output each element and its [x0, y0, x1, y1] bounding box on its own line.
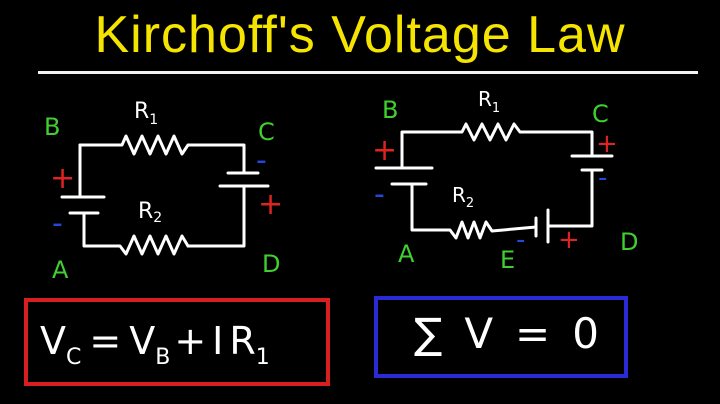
left-plus-right: + [258, 187, 283, 222]
right-r1-label: R1 [478, 87, 500, 116]
title-underline [38, 71, 698, 74]
right-minus-right: - [598, 163, 607, 193]
right-node-a: A [398, 240, 415, 268]
right-r2-label: R2 [452, 183, 474, 211]
left-node-a: A [52, 256, 69, 284]
formula-right-box [374, 296, 628, 378]
left-node-c: C [258, 118, 275, 146]
right-minus-e: - [516, 225, 525, 255]
right-node-d: D [620, 228, 638, 256]
right-plus-right: + [596, 129, 618, 159]
left-bottom-wire [82, 211, 190, 256]
right-plus-e: + [558, 225, 580, 255]
left-node-b: B [44, 113, 60, 141]
right-bottom-wire [410, 182, 538, 240]
right-plus-left: + [372, 133, 397, 168]
right-node-b: B [382, 96, 398, 124]
left-right-wire [186, 184, 246, 248]
page-title: Kirchoff's Voltage Law [94, 6, 626, 64]
right-top-wire [400, 122, 594, 170]
left-plus-left: + [50, 161, 75, 196]
right-circuit [374, 122, 614, 244]
left-minus-left: - [52, 206, 63, 241]
left-node-d: D [262, 250, 280, 278]
left-r1-label: R1 [134, 99, 158, 128]
right-right-wire [546, 168, 594, 228]
right-minus-left: - [374, 177, 385, 212]
left-r2-label: R2 [138, 199, 162, 226]
right-node-c: C [592, 100, 609, 128]
left-circuit [60, 134, 270, 256]
formula-left-box [24, 298, 330, 386]
formula-right: ∑V=0 [414, 309, 599, 358]
left-minus-right: - [256, 143, 267, 178]
left-top-wire [78, 134, 246, 175]
right-node-e: E [500, 246, 515, 274]
